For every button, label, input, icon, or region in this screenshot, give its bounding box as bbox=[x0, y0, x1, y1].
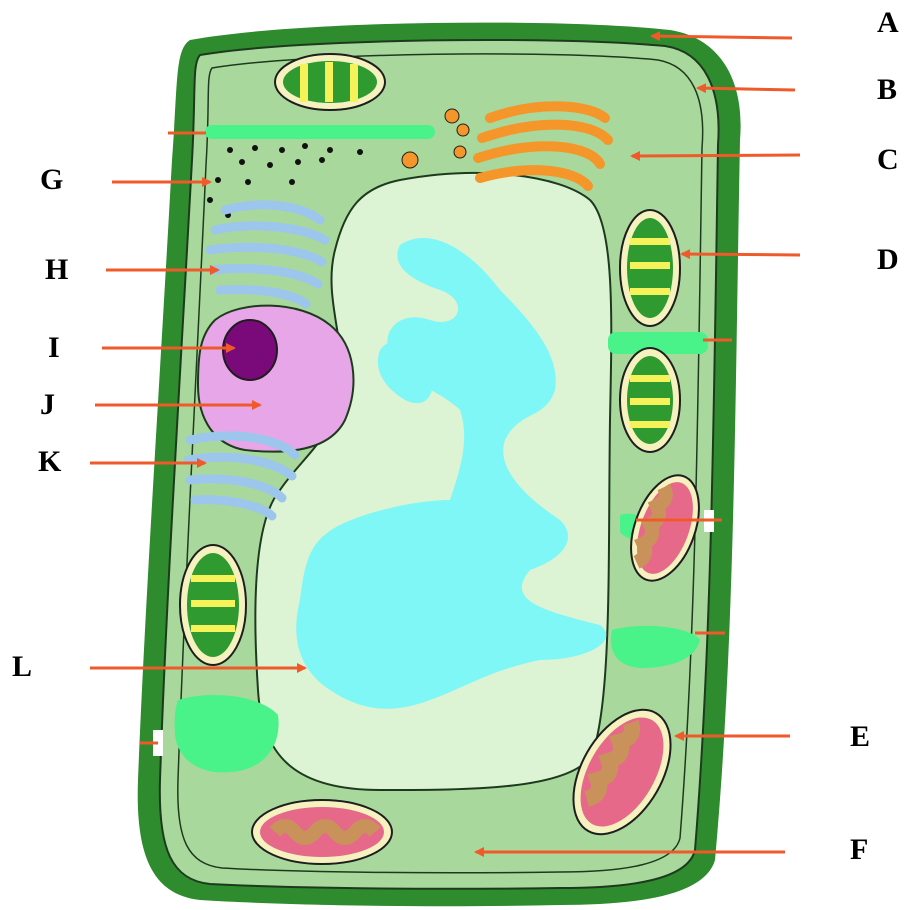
nucleus bbox=[198, 306, 353, 452]
label-J: J bbox=[40, 390, 55, 420]
arrow-C bbox=[632, 155, 800, 156]
chloroplast-right-lower bbox=[620, 348, 680, 452]
label-G: G bbox=[40, 165, 63, 195]
label-I: I bbox=[48, 333, 60, 363]
chloroplast-left bbox=[180, 545, 246, 665]
label-C: C bbox=[877, 145, 899, 175]
label-K: K bbox=[38, 447, 61, 477]
label-L: L bbox=[12, 652, 32, 682]
nucleolus bbox=[223, 320, 277, 380]
arrow-D bbox=[682, 254, 800, 255]
label-B: B bbox=[877, 75, 897, 105]
label-A: A bbox=[877, 8, 899, 38]
chloroplast-right-upper bbox=[620, 210, 680, 326]
label-E: E bbox=[850, 722, 870, 752]
chloroplast-top bbox=[275, 54, 385, 110]
arrow-A bbox=[652, 36, 792, 38]
arrow-B bbox=[698, 88, 795, 90]
label-F: F bbox=[850, 835, 868, 865]
label-D: D bbox=[877, 245, 899, 275]
mitochondrion-bottom bbox=[252, 800, 392, 864]
label-H: H bbox=[45, 255, 68, 285]
